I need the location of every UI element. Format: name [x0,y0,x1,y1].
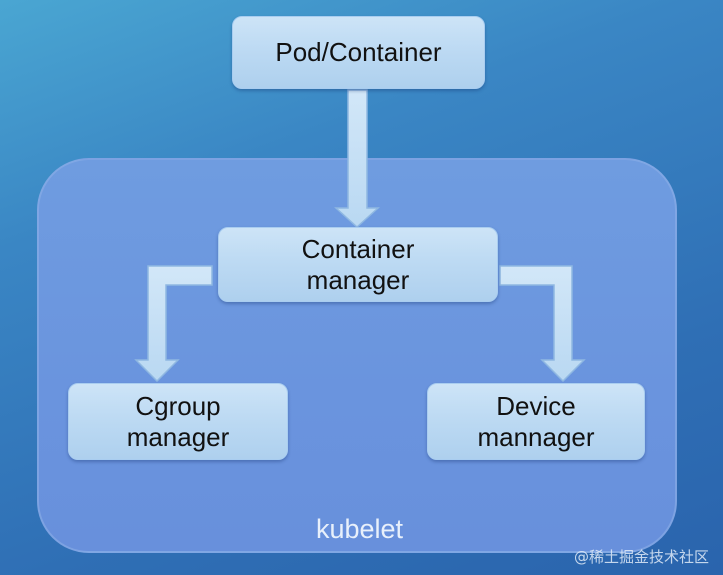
container-manager-label-line2: manager [306,264,410,295]
device-manager-node: Device mannager [427,383,645,460]
container-manager-node: Container manager [218,227,498,302]
arrow-pod-to-container-manager [334,89,380,229]
container-manager-label-line1: Container [301,233,415,264]
watermark-text: @稀土掘金技术社区 [573,548,709,566]
device-manager-label-line1: Device [496,390,576,421]
kubelet-label: kubelet [315,514,404,544]
pod-container-label: Pod/Container [275,37,442,67]
cgroup-manager-label-line2: manager [126,421,230,452]
cgroup-manager-node: Cgroup manager [68,383,288,460]
pod-container-node: Pod/Container [232,16,485,89]
arrow-container-manager-to-cgroup [134,265,213,383]
device-manager-label-line2: mannager [477,421,595,452]
arrow-container-manager-to-device [499,265,586,383]
cgroup-manager-label-line1: Cgroup [135,390,221,421]
